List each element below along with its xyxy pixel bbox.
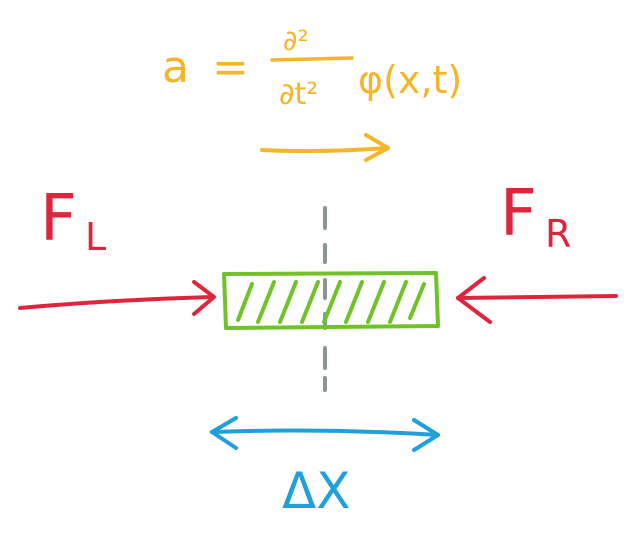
mass-element (222, 271, 440, 330)
width-label: ΔX (282, 462, 350, 520)
force-left-arrow (18, 280, 216, 316)
acceleration-arrow (260, 133, 390, 162)
width-double-arrow (210, 416, 440, 452)
equation-lhs: a (162, 42, 189, 93)
acceleration-equation: a = ∂² ∂t² φ(x,t) (162, 24, 462, 112)
force-right-base: F (500, 177, 537, 251)
equation-denominator: ∂t² (279, 77, 318, 112)
equation-function: φ(x,t) (358, 58, 462, 102)
force-right-subscript: R (545, 212, 571, 256)
equation-numerator: ∂² (283, 24, 309, 57)
equation-equals: = (212, 42, 249, 93)
force-left-base: F (40, 182, 77, 256)
force-left-label: F L (40, 182, 106, 259)
force-right-label: F R (500, 177, 571, 256)
force-left-subscript: L (85, 215, 106, 259)
fraction-bar (270, 56, 354, 62)
force-right-arrow (456, 276, 618, 324)
